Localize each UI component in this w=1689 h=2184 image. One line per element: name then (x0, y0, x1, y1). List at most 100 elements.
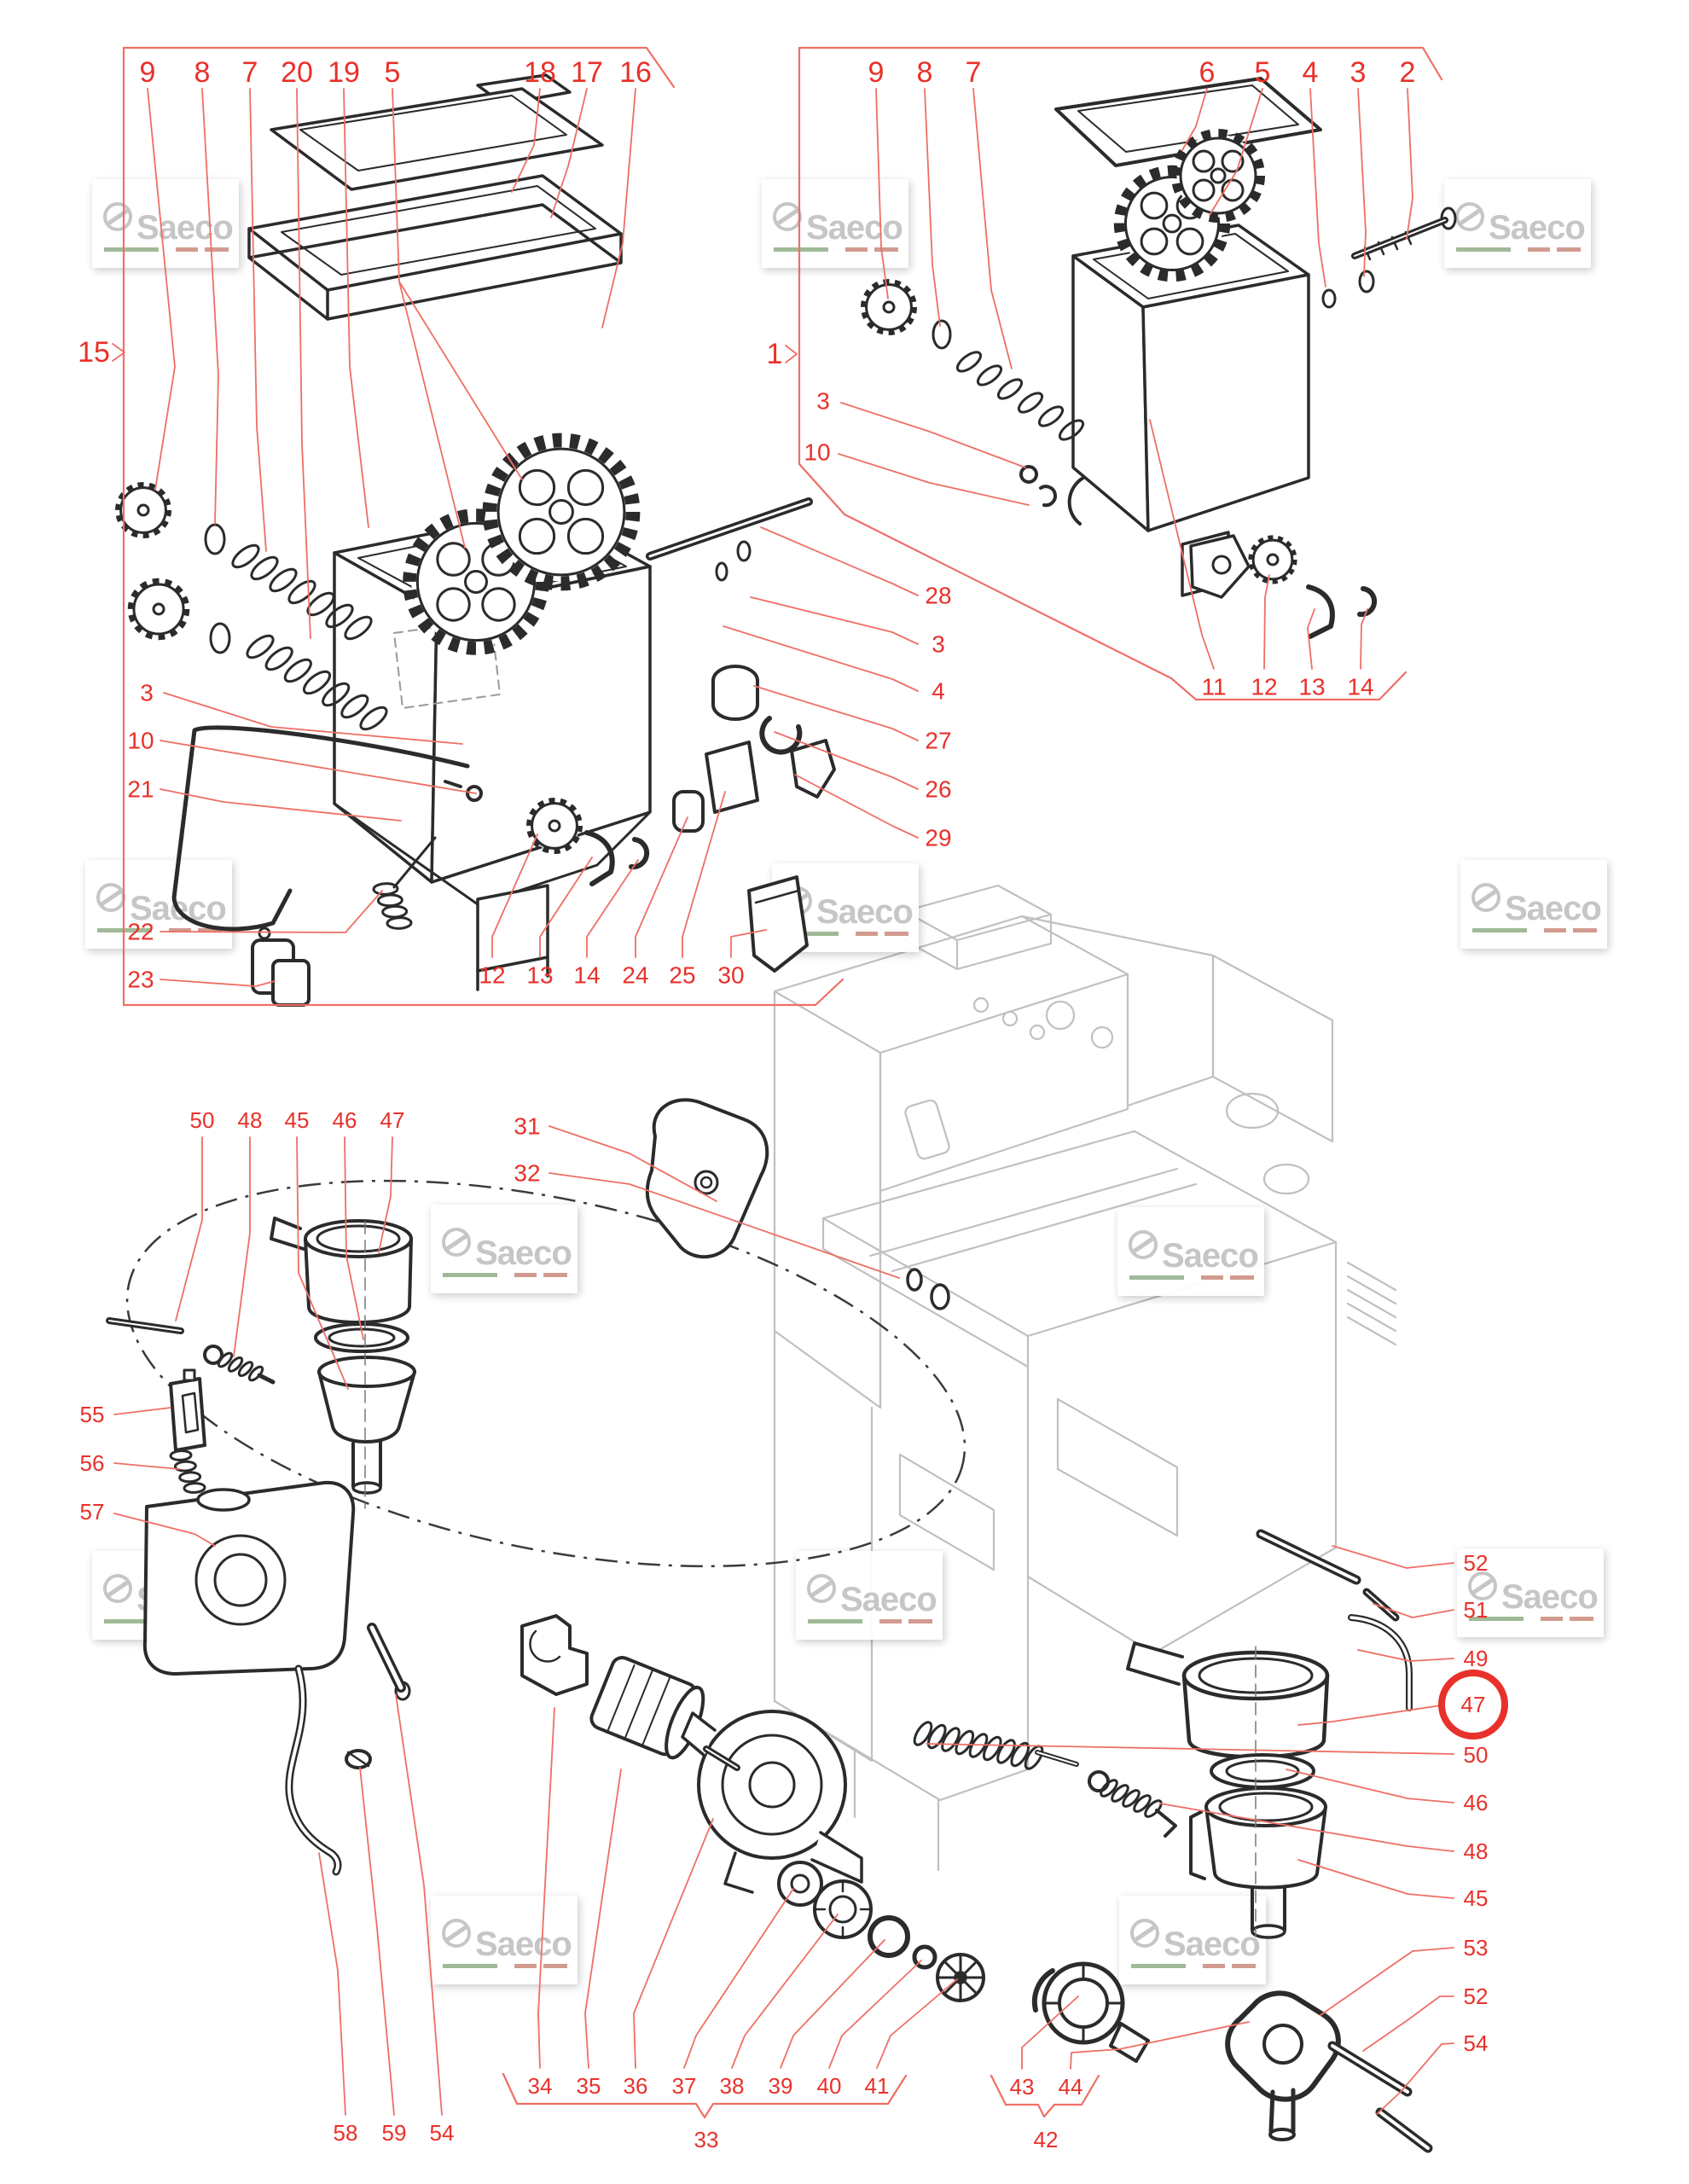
cup-part45-spout-end (1251, 1924, 1286, 1939)
saeco-watermark: Saeco (92, 179, 239, 268)
bracket-curve (529, 1629, 561, 1663)
callout-7: 7 (242, 56, 258, 89)
saeco-logo-icon (807, 1574, 836, 1603)
boiler-assembly (142, 1217, 416, 1876)
microswitch-body (271, 959, 311, 1007)
cup-part45-bar (1189, 1810, 1206, 1880)
leader-line (972, 88, 1013, 369)
steam-head-spout (1268, 2088, 1296, 2134)
flag-red-bar (856, 932, 878, 936)
leader-line (1070, 2021, 1250, 2070)
callout-18: 18 (524, 56, 556, 89)
leader-line (1332, 1545, 1454, 1569)
callout-8: 8 (194, 56, 211, 89)
callout-50: 50 (1464, 1742, 1489, 1768)
flag-red-bar (1201, 1275, 1223, 1280)
motor-ribs (607, 1664, 671, 1747)
roller-body (711, 679, 759, 721)
gear-hub-part12 (1248, 535, 1297, 584)
fitting-spring (217, 1351, 264, 1382)
leader-line (296, 1136, 349, 1390)
cup-part45-spout (1251, 1885, 1286, 1931)
coupling-end (930, 1283, 950, 1310)
funnel-part45-rim (317, 1356, 416, 1388)
callout-30: 30 (717, 962, 744, 989)
saeco-logo-icon (442, 1228, 471, 1257)
leader-line (1360, 608, 1368, 670)
callout-41: 41 (865, 2073, 890, 2099)
leader-line (113, 1407, 171, 1415)
spring-arm-part22 (392, 836, 437, 889)
steam-head-ring (1262, 2024, 1303, 2065)
leader-line (537, 1707, 555, 2069)
leader-line (398, 281, 523, 480)
callout-48: 48 (1464, 1838, 1489, 1864)
saeco-watermark: Saeco (1119, 1896, 1266, 1984)
machine-chassis (773, 884, 1397, 1872)
chassis-grill (1346, 1261, 1397, 1346)
brew-chamber-hub (748, 1761, 796, 1809)
chassis-left-wall (773, 990, 882, 1409)
auger-screw (955, 351, 1085, 441)
flag-red-bar (543, 1964, 567, 1968)
funnel-spout-end (351, 1481, 382, 1495)
callout-4: 4 (932, 678, 945, 705)
holder-part55 (169, 1377, 206, 1452)
mount-hole (1211, 555, 1232, 575)
leader-line (683, 1888, 794, 2069)
drive-shaft-part28 (646, 497, 813, 561)
callout-35: 35 (577, 2073, 601, 2099)
valve-ticks (1042, 1962, 1124, 2044)
saeco-logo-icon (103, 202, 132, 231)
callout-31: 31 (514, 1113, 540, 1140)
fitting-tip (257, 1373, 276, 1385)
callout-13: 13 (526, 962, 553, 989)
cup-part45-inner (1218, 1792, 1314, 1822)
flag-red-bar (543, 1273, 567, 1277)
clamp-part26 (759, 716, 803, 755)
clip-part14 (1357, 586, 1378, 618)
callout-39: 39 (769, 2073, 793, 2099)
callout-12: 12 (479, 962, 505, 989)
cup-part47-body (304, 1237, 413, 1324)
saeco-logo-icon (103, 1574, 132, 1603)
leader-line (160, 890, 383, 933)
callout-28: 28 (925, 583, 951, 609)
callout-12: 12 (1251, 674, 1277, 700)
flag-green-bar (808, 1619, 862, 1623)
leader-line (1263, 574, 1270, 670)
saeco-logo-slash (1471, 1577, 1494, 1595)
flag-green-bar (774, 247, 828, 252)
watermark-card (1460, 860, 1607, 949)
tube-part52 (1327, 2041, 1413, 2097)
leader-line (113, 1462, 180, 1470)
saeco-logo-icon (1468, 1571, 1497, 1600)
chassis-opening (898, 1453, 995, 1571)
chassis-bolt (1029, 1024, 1046, 1041)
funnel-part45-body (317, 1370, 416, 1443)
callout-7: 7 (966, 56, 982, 89)
leader-line (926, 1743, 1454, 1755)
callout-2: 2 (1400, 56, 1416, 89)
leader-line (774, 731, 919, 790)
cup-part45-body (1204, 1805, 1327, 1890)
leader-line (840, 402, 1026, 468)
spacer-part24 (672, 790, 705, 833)
leader-line (723, 625, 919, 692)
leader-line (550, 88, 588, 218)
seal-ring-part8 (932, 319, 952, 350)
auger-screw (231, 543, 373, 641)
seal-ring-part8 (209, 622, 231, 654)
washer-part3 (1358, 270, 1375, 293)
saeco-logo-icon (442, 1919, 471, 1948)
callout-3: 3 (140, 680, 154, 706)
saeco-logo-slash (100, 889, 122, 907)
flag-red-bar (514, 1964, 537, 1968)
gear-hub-part12 (526, 798, 583, 854)
spring-part56 (169, 1449, 206, 1494)
leader-line (1297, 1705, 1442, 1726)
leader-line (1309, 88, 1326, 288)
leader-line (548, 1172, 900, 1279)
leader-line (1021, 1995, 1079, 2070)
